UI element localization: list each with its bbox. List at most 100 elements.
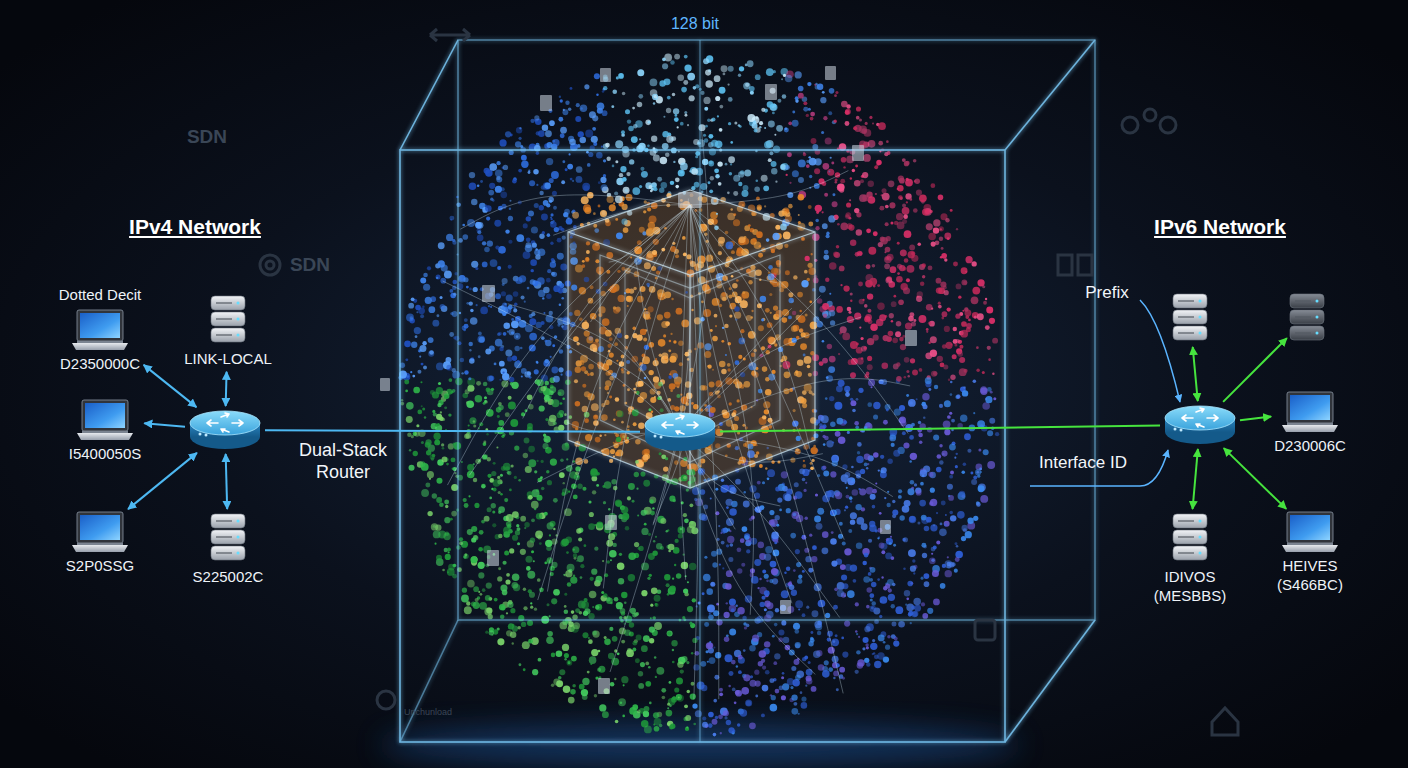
- particle: [627, 496, 631, 500]
- particle: [851, 466, 854, 469]
- particle: [985, 325, 990, 330]
- particle: [709, 657, 716, 664]
- particle: [933, 434, 939, 440]
- particle: [809, 175, 812, 178]
- particle: [622, 513, 629, 520]
- particle: [701, 197, 707, 203]
- particle: [608, 508, 610, 510]
- particle: [885, 222, 889, 226]
- particle: [692, 703, 697, 708]
- particle: [526, 237, 531, 242]
- particle: [833, 640, 836, 643]
- particle: [828, 111, 832, 115]
- particle: [499, 139, 506, 146]
- particle: [575, 176, 582, 183]
- particle: [868, 181, 874, 187]
- particle: [586, 241, 590, 245]
- particle: [548, 418, 556, 426]
- particle: [936, 287, 942, 293]
- particle: [503, 322, 510, 329]
- particle: [724, 716, 727, 719]
- particle: [782, 672, 785, 675]
- particle: [909, 516, 915, 522]
- particle: [585, 257, 590, 262]
- particle: [944, 429, 950, 435]
- particle: [515, 346, 520, 351]
- particle: [610, 559, 612, 561]
- particle: [772, 635, 775, 638]
- particle: [449, 289, 453, 293]
- particle: [906, 370, 909, 373]
- particle: [643, 337, 647, 341]
- particle: [940, 522, 943, 525]
- particle: [662, 63, 668, 69]
- particle: [523, 223, 528, 228]
- particle: [436, 497, 442, 503]
- particle: [918, 433, 923, 438]
- particle: [709, 189, 713, 193]
- particle: [944, 521, 950, 527]
- particle: [930, 336, 937, 343]
- particle: [795, 71, 802, 78]
- particle: [530, 119, 534, 123]
- particle: [822, 358, 828, 364]
- particle: [729, 508, 737, 516]
- particle: [823, 470, 829, 476]
- particle: [756, 180, 759, 183]
- particle: [741, 687, 749, 695]
- particle: [791, 590, 797, 596]
- particle: [644, 523, 647, 526]
- particle: [887, 459, 892, 464]
- particle: [436, 274, 441, 279]
- particle: [914, 605, 921, 612]
- particle: [600, 210, 607, 217]
- particle: [718, 251, 722, 255]
- particle: [950, 209, 953, 212]
- particle: [520, 516, 526, 522]
- particle: [983, 449, 989, 455]
- particle: [614, 191, 618, 195]
- particle: [951, 419, 955, 423]
- particle: [534, 608, 537, 611]
- particle: [770, 312, 772, 314]
- particle: [516, 234, 524, 242]
- particle: [806, 675, 812, 681]
- particle: [888, 594, 895, 601]
- particle: [710, 212, 718, 220]
- particle: [618, 698, 626, 706]
- particle: [684, 704, 688, 708]
- particle: [880, 455, 884, 459]
- particle: [720, 732, 722, 734]
- particle: [823, 314, 827, 318]
- particle: [710, 329, 713, 332]
- particle: [568, 415, 572, 419]
- particle: [569, 350, 572, 353]
- particle: [581, 689, 588, 696]
- particle: [592, 490, 596, 494]
- particle: [726, 602, 728, 604]
- particle: [596, 604, 603, 611]
- particle: [531, 226, 538, 233]
- particle: [678, 526, 685, 533]
- particle: [532, 243, 537, 248]
- particle: [898, 495, 902, 499]
- particle: [626, 172, 630, 176]
- particle: [863, 576, 870, 583]
- particle: [956, 545, 959, 548]
- particle: [539, 542, 542, 545]
- particle: [621, 219, 627, 225]
- particle: [436, 314, 439, 317]
- particle: [460, 358, 465, 363]
- particle: [801, 696, 806, 701]
- particle: [435, 525, 441, 531]
- particle: [768, 120, 775, 127]
- particle: [829, 262, 837, 270]
- particle: [835, 634, 838, 637]
- particle: [593, 414, 598, 419]
- particle: [681, 474, 688, 481]
- particle: [663, 116, 665, 118]
- particle: [737, 723, 740, 726]
- particle: [507, 356, 512, 361]
- particle: [413, 387, 420, 394]
- particle: [878, 122, 886, 130]
